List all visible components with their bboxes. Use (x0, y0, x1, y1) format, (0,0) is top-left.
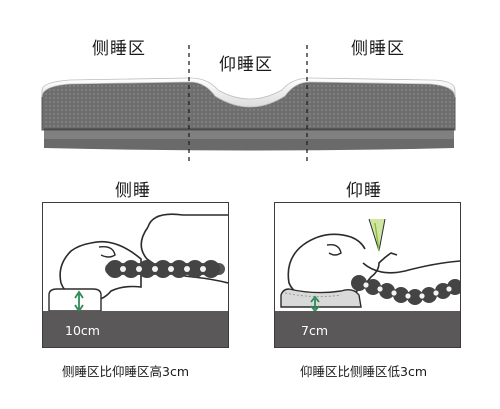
zone-label-left-side: 侧睡区 (92, 39, 146, 59)
zone-label-middle-back: 仰睡区 (219, 55, 273, 75)
back-sleep-title: 仰睡 (346, 181, 382, 201)
back-sleep-figure (280, 218, 460, 313)
side-sleep-title: 侧睡 (115, 181, 151, 201)
pillow-illustration (41, 45, 456, 165)
side-sleep-figure (48, 213, 228, 313)
side-sleep-caption: 侧睡区比仰睡区高3cm (62, 364, 190, 379)
back-sleep-height-value: 7cm (301, 323, 329, 338)
zone-label-right-side: 侧睡区 (351, 39, 405, 59)
side-sleep-height-value: 10cm (65, 323, 100, 338)
side-sleep-panel: 10cm (42, 202, 229, 348)
side-sleep-mattress (43, 311, 228, 347)
back-sleep-panel: 7cm (274, 202, 461, 348)
back-sleep-caption: 仰睡区比侧睡区低3cm (300, 364, 428, 379)
back-sleep-mattress (275, 311, 460, 347)
